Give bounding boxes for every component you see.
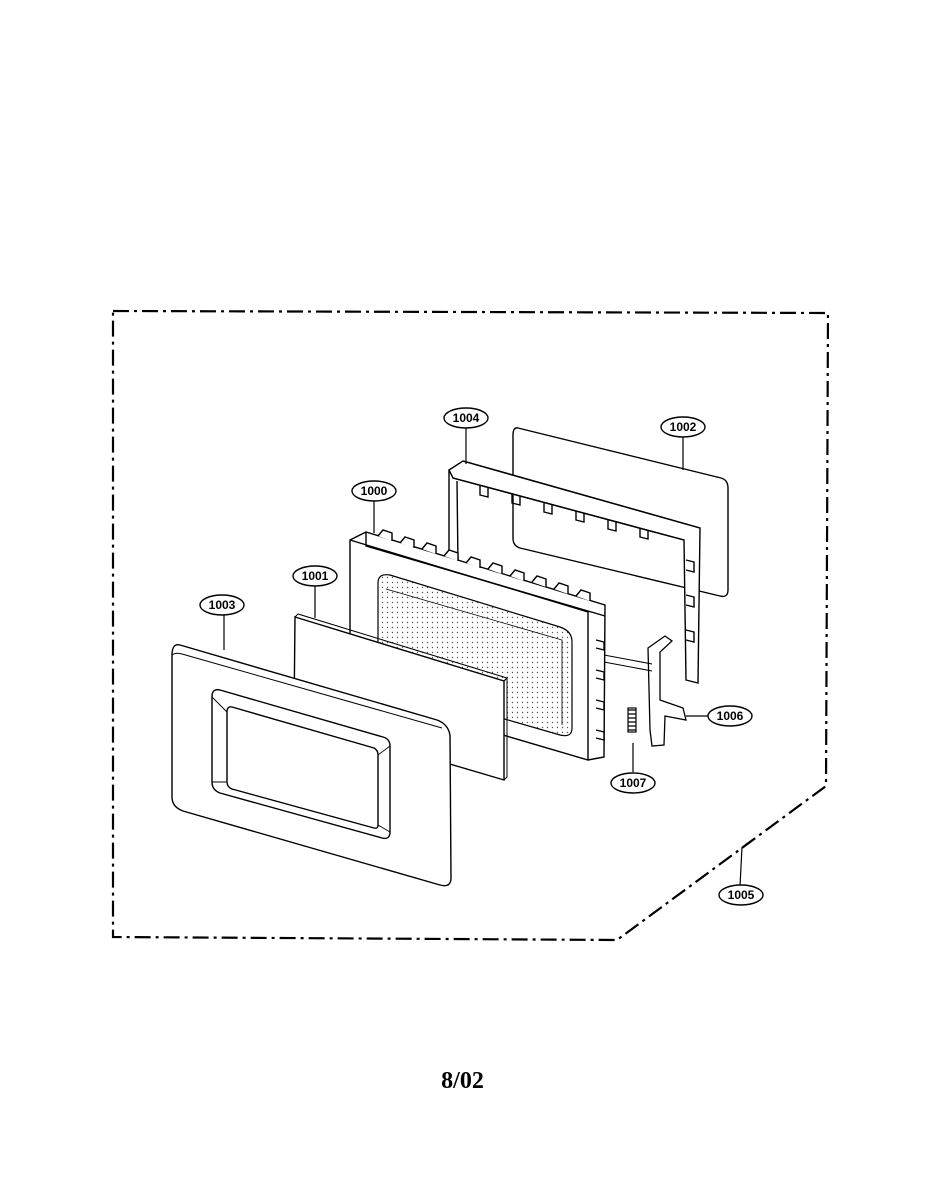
callout-1006[interactable]: 1006: [707, 705, 753, 727]
callout-1000[interactable]: 1000: [351, 480, 397, 502]
callout-label: 1005: [728, 888, 755, 902]
door-frame-teeth: [377, 529, 605, 741]
callout-1004[interactable]: 1004: [443, 407, 489, 429]
callout-1002[interactable]: 1002: [660, 416, 706, 438]
latch-spring-part: [627, 707, 637, 733]
callout-1001[interactable]: 1001: [292, 565, 338, 587]
callout-label: 1001: [302, 569, 329, 583]
callout-1007[interactable]: 1007: [610, 772, 656, 794]
callout-label: 1007: [620, 776, 647, 790]
callout-label: 1002: [670, 420, 697, 434]
callout-1005[interactable]: 1005: [718, 884, 764, 906]
callout-label: 1006: [717, 709, 744, 723]
latch-hook-part: [603, 635, 687, 747]
callout-1003[interactable]: 1003: [199, 594, 245, 616]
leader-lines: [223, 427, 743, 887]
page-footer-date: 8/02: [441, 1068, 484, 1094]
callout-label: 1003: [209, 598, 236, 612]
choke-frame-tabs: [479, 486, 695, 643]
assembly-boundary: [111, 309, 830, 942]
callout-label: 1004: [453, 411, 480, 425]
door-front-part: [171, 644, 452, 887]
callout-label: 1000: [361, 484, 388, 498]
